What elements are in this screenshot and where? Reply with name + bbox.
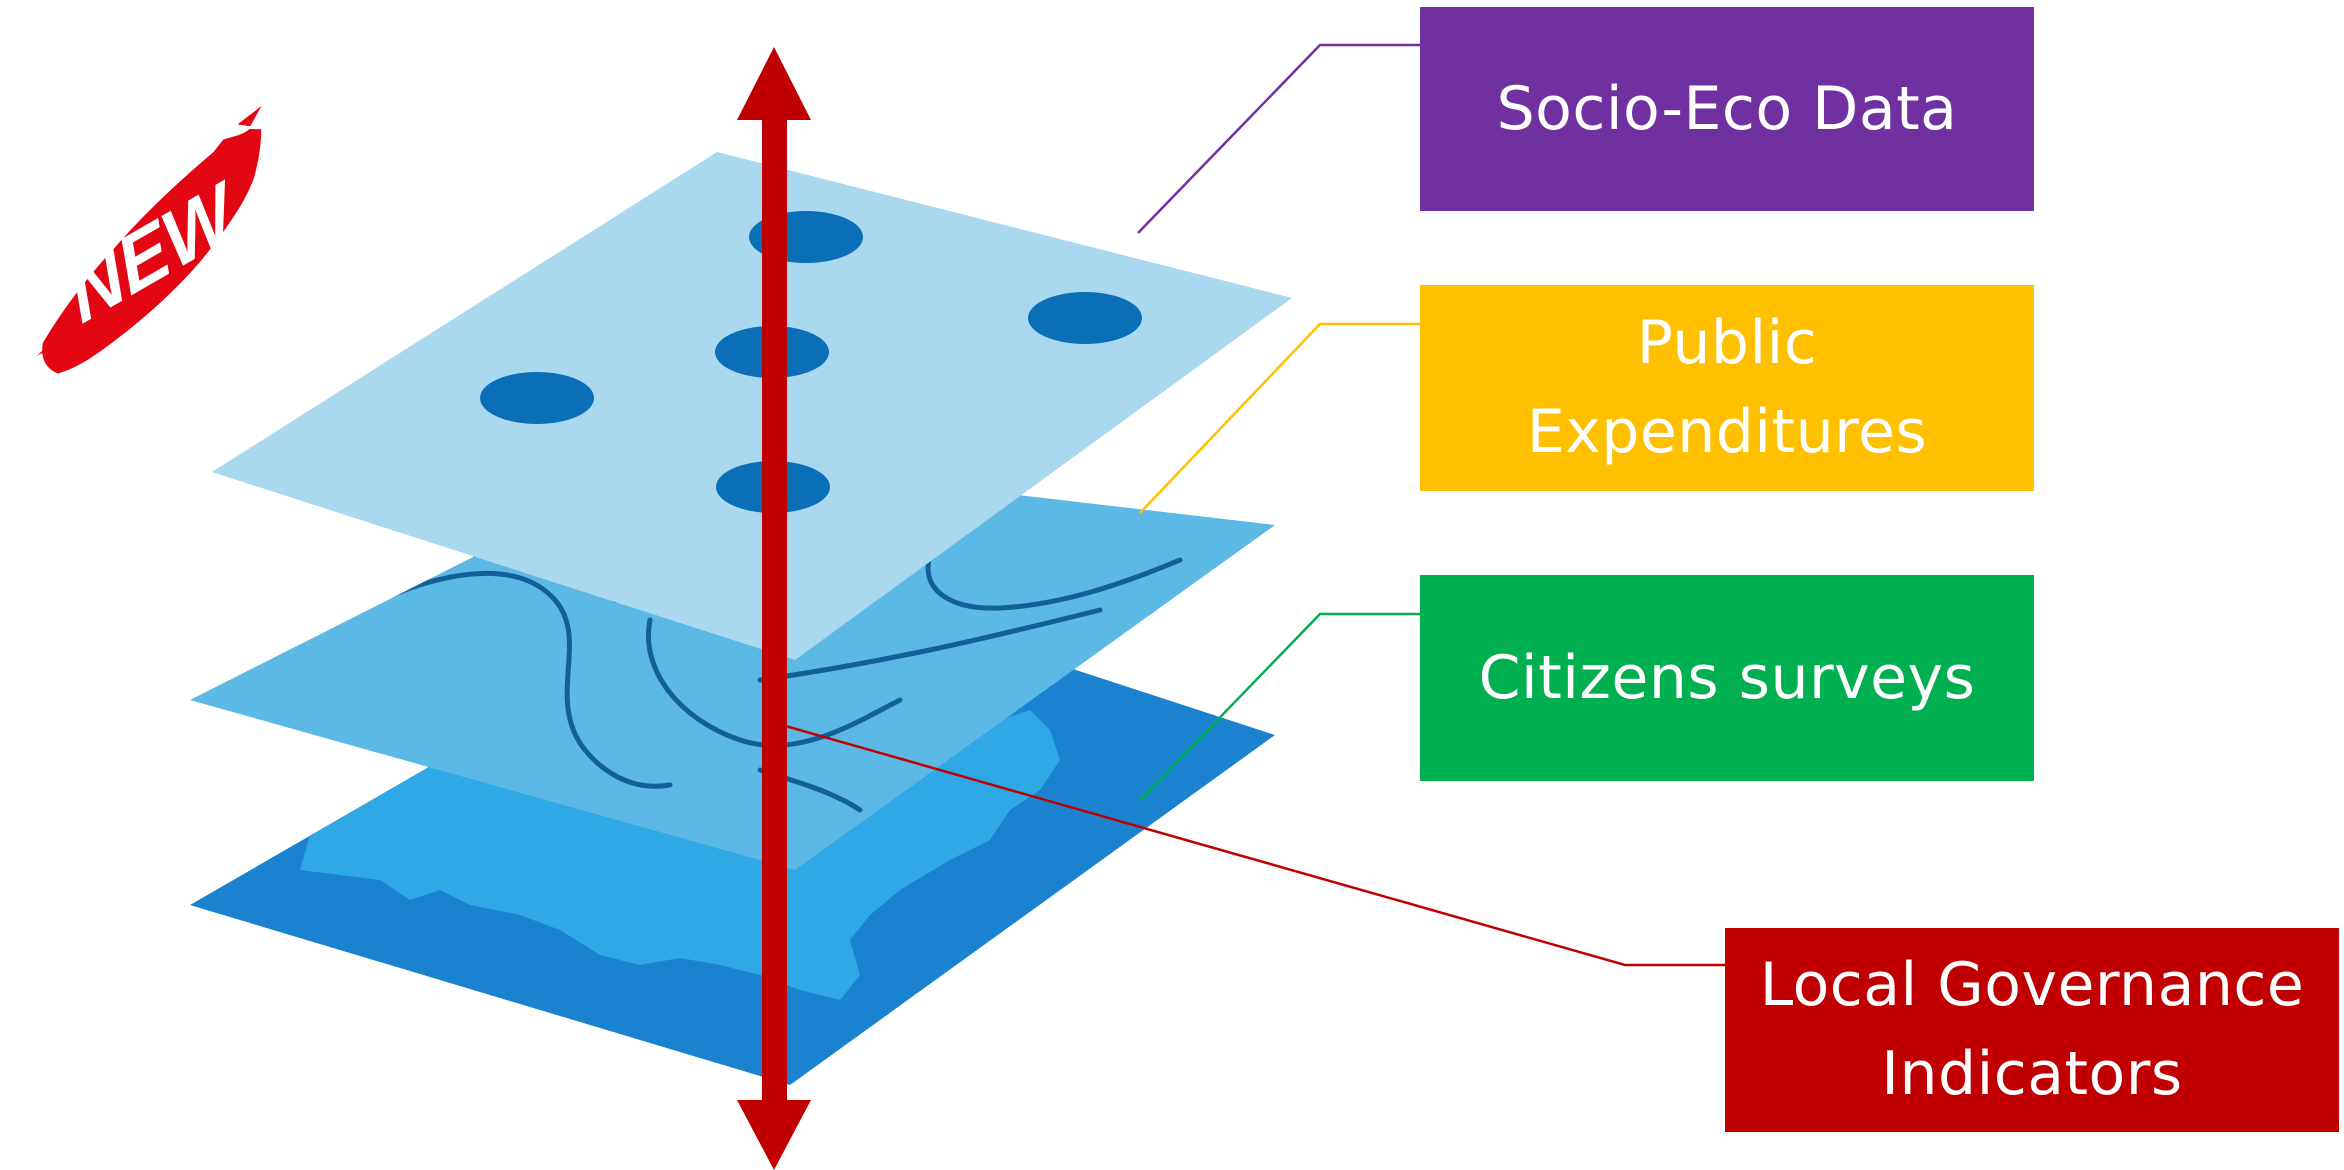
- arrow-head-up: [737, 47, 811, 120]
- contour-line-5: [925, 552, 1183, 611]
- public-expenditures-label-line-1: Public: [1636, 308, 1818, 379]
- middle-layer-base: [190, 455, 1275, 870]
- arrow-head-down: [737, 1100, 811, 1170]
- local-governance-label-line-1: Local Governance: [1759, 950, 2305, 1021]
- contour-line-1: [382, 571, 673, 789]
- citizens-surveys-label: Citizens surveys: [1478, 642, 1976, 713]
- top-layer-base: [212, 152, 1292, 660]
- public-expenditures-label-line-2: Expenditures: [1526, 397, 1928, 467]
- contour-line-3: [646, 617, 903, 748]
- new-badge-text: NEW: [57, 163, 250, 340]
- new-badge: NEW: [36, 105, 262, 374]
- citizens-surveys-box: Citizens surveys: [1420, 575, 2034, 781]
- connector-citizens-surveys: [1139, 612, 1420, 801]
- local-governance-indicators-box: Local Governance Indicators: [1725, 928, 2339, 1132]
- socio-eco-data-box: Socio-Eco Data: [1420, 7, 2034, 211]
- data-point-2: [1028, 292, 1142, 344]
- public-expenditures-box: Public Expenditures: [1420, 285, 2034, 491]
- arrow-shaft: [762, 112, 787, 1108]
- socio-eco-data-label: Socio-Eco Data: [1496, 73, 1958, 144]
- local-governance-label-line-2: Indicators: [1881, 1039, 2183, 1109]
- brush-stroke-shape: [42, 129, 262, 374]
- vertical-double-arrow: [737, 47, 811, 1170]
- connector-socio-eco: [1137, 43, 1420, 234]
- connector-public-expenditures: [1139, 322, 1420, 514]
- contour-line-4: [757, 607, 1103, 683]
- data-point-4: [480, 372, 594, 424]
- connector-local-governance: [774, 721, 1725, 967]
